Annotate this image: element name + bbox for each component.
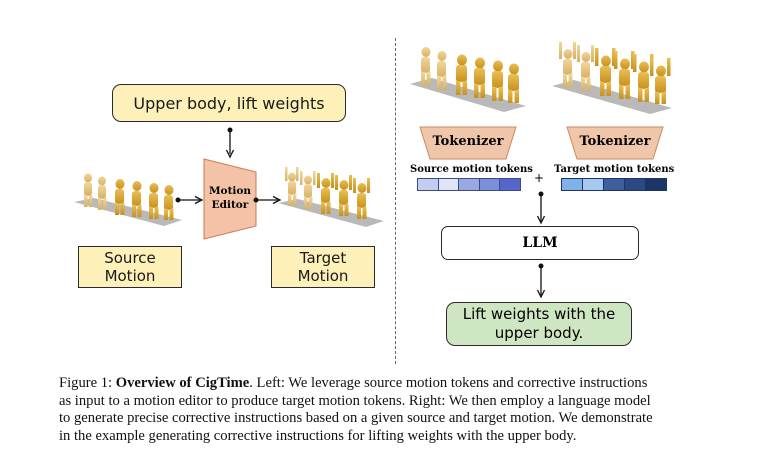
plus-sign: + [533, 171, 545, 185]
target-tokens-label: Target motion tokens [554, 164, 675, 175]
output-line1: Lift weights with the [462, 305, 616, 323]
instruction-text: Upper body, lift weights [133, 93, 325, 113]
caption-title: Overview of CigTime [115, 375, 250, 391]
motion-editor-line1: Motion [208, 185, 252, 197]
tokenizer-right-shape [566, 126, 664, 160]
target-token [583, 179, 604, 190]
source-motion-line2: Motion [104, 267, 156, 285]
source-token [479, 179, 501, 190]
right-source-motion-figures [410, 47, 526, 112]
caption-line2: as input to a motion editor to produce t… [59, 392, 651, 409]
instruction-connector [225, 127, 235, 159]
source-token [418, 179, 439, 190]
target-token [604, 179, 625, 190]
source-token-strip [417, 178, 521, 191]
tokenizer-left-shape [419, 126, 517, 160]
caption-line3: to generate precise corrective instructi… [59, 410, 653, 426]
llm-box: LLM [441, 226, 639, 260]
caption-line4: in the example generating corrective ins… [59, 427, 577, 444]
motion-editor-line2: Editor [211, 199, 249, 211]
target-motion-line1: Target [299, 249, 347, 267]
editor-to-target-connector [253, 195, 282, 205]
llm-to-output-connector [536, 263, 546, 299]
right-target-motion-figures [552, 42, 672, 114]
target-motion-line2: Motion [297, 267, 349, 285]
source-to-editor-connector [175, 195, 204, 205]
output-line2: upper body. [494, 324, 584, 342]
target-token [562, 179, 583, 190]
source-motion-line1: Source [104, 249, 156, 267]
target-token [625, 179, 646, 190]
tokenizer-left-label: Tokenizer [432, 134, 504, 149]
instruction-box: Upper body, lift weights [112, 84, 346, 122]
tokens-to-llm-connector [536, 191, 546, 225]
motion-editor-label: Motion Editor [203, 184, 257, 212]
panel-divider [395, 38, 396, 364]
source-tokens-label: Source motion tokens [410, 164, 533, 175]
target-token [646, 179, 666, 190]
figure-caption: Figure 1: Overview of CigTime. Left: We … [59, 375, 719, 445]
target-motion-label: Target Motion [271, 246, 375, 288]
source-motion-label: Source Motion [78, 246, 182, 288]
source-token [459, 179, 480, 190]
output-instruction-box: Lift weights with the upper body. [446, 302, 632, 346]
caption-line1: Figure 1: Overview of CigTime. Left: We … [59, 375, 719, 393]
source-token [500, 179, 520, 190]
motion-editor-shape [203, 158, 257, 240]
llm-label: LLM [522, 235, 558, 251]
tokenizer-right-label: Tokenizer [579, 134, 651, 149]
caption-line1-rest: . Left: We leverage source motion tokens… [249, 375, 648, 391]
source-motion-figures [74, 173, 182, 226]
source-token [438, 179, 460, 190]
target-token-strip [561, 178, 667, 191]
target-motion-figures [278, 167, 384, 227]
caption-prefix: Figure 1: [59, 375, 116, 391]
